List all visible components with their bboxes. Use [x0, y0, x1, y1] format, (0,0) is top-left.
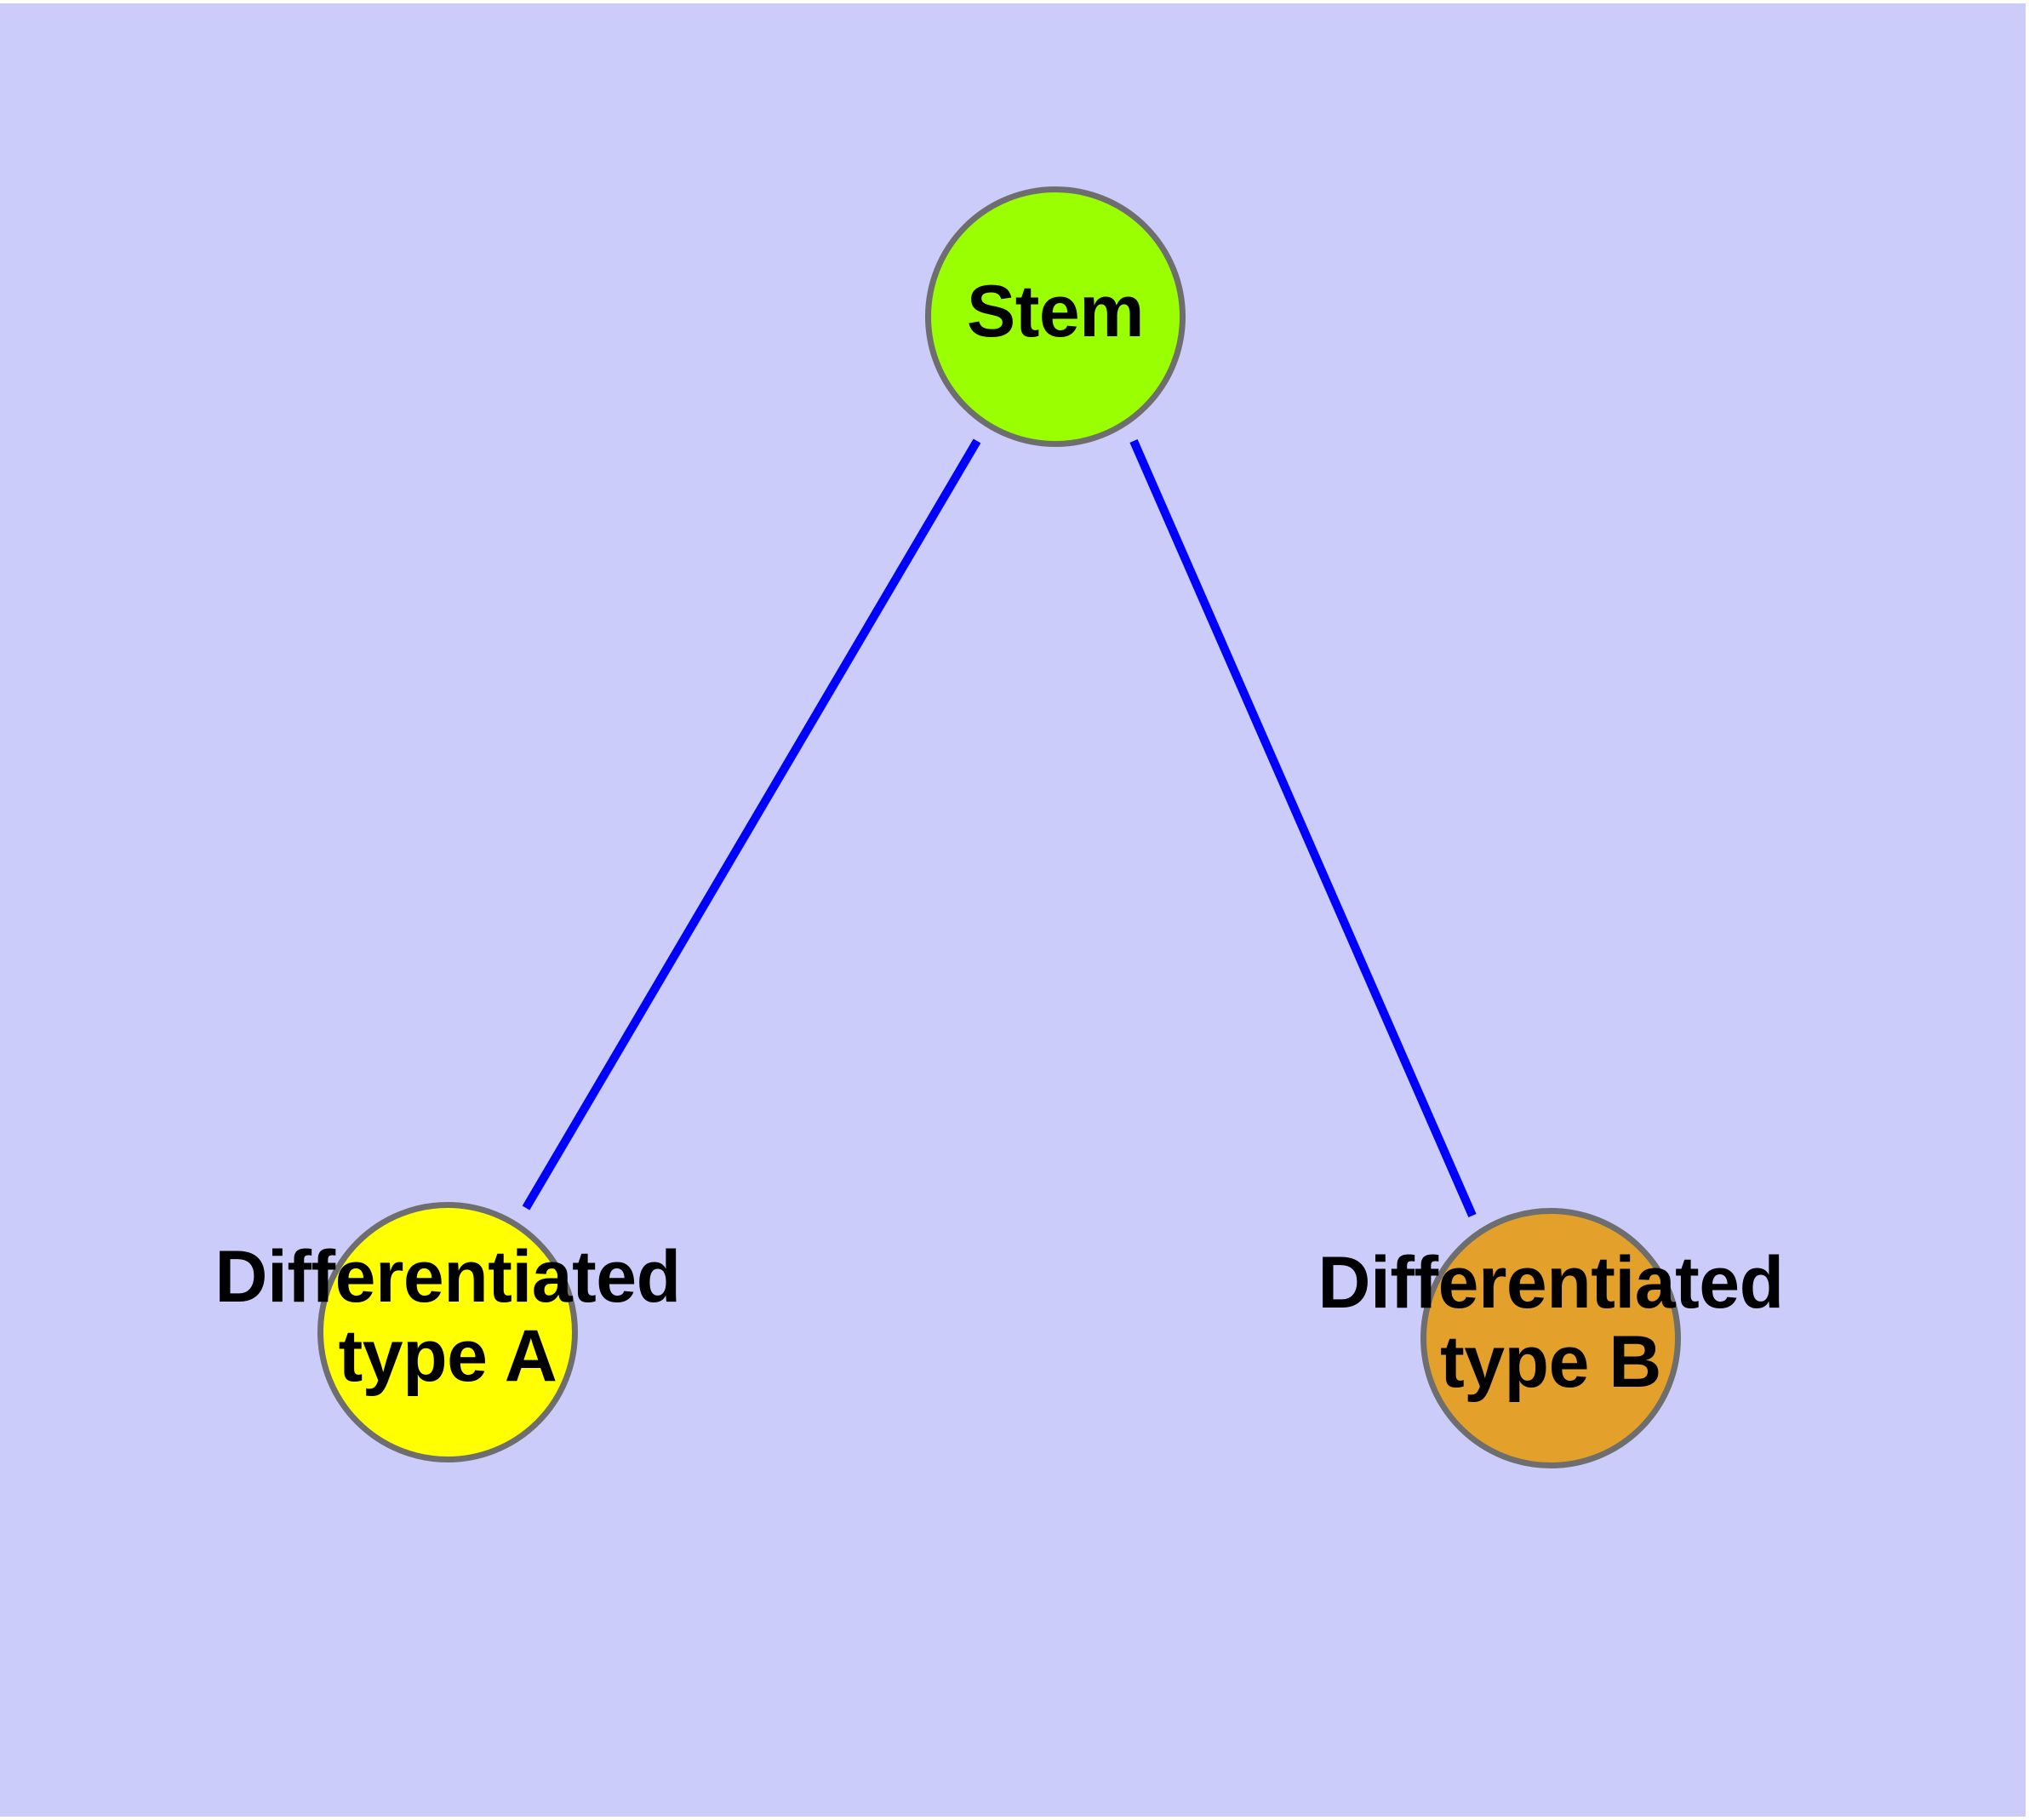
node-differentiated-type-a[interactable] — [317, 1202, 578, 1462]
edge-stem-to-differentiated-type-a — [522, 438, 981, 1210]
node-stem[interactable] — [925, 186, 1186, 447]
edge-stem-to-differentiated-type-b — [1129, 438, 1477, 1218]
node-differentiated-type-b[interactable] — [1420, 1208, 1681, 1468]
